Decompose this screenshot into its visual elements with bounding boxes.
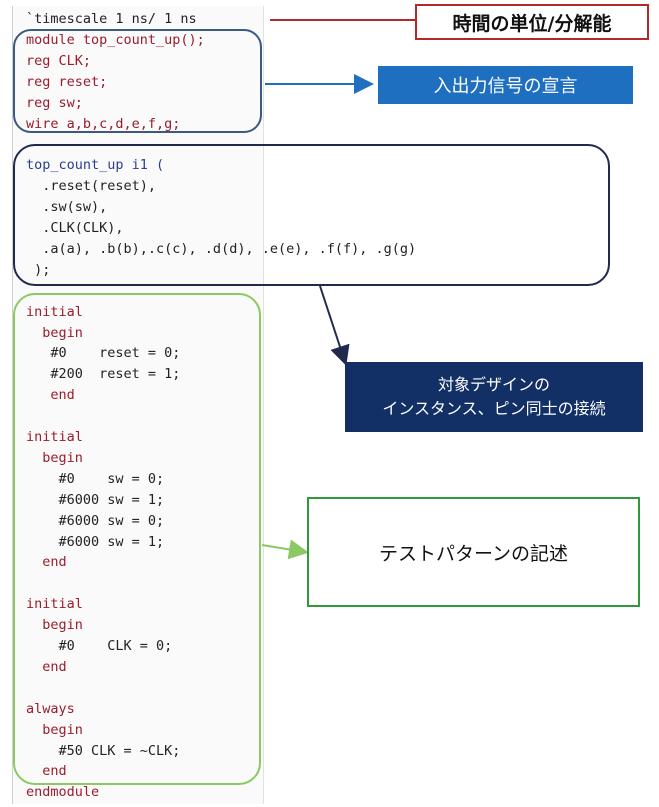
- code-line: end: [26, 387, 75, 404]
- timescale-label: 時間の単位/分解能: [415, 4, 649, 40]
- io-declaration-label: 入出力信号の宣言: [378, 66, 633, 104]
- timescale-label-text: 時間の単位/分解能: [452, 12, 612, 35]
- code-line: begin: [26, 721, 83, 738]
- code-line: #6000 sw = 0;: [26, 512, 165, 529]
- code-line: end: [26, 554, 67, 571]
- instance-label-line2: インスタンス、ピン同士の接続: [382, 399, 606, 418]
- code-line: #0 sw = 0;: [26, 470, 165, 487]
- code-line: #6000 sw = 1;: [26, 533, 165, 550]
- code-line: reg sw;: [26, 94, 83, 111]
- code-line: #0 reset = 0;: [26, 345, 181, 362]
- instance-label: 対象デザインの インスタンス、ピン同士の接続: [345, 362, 643, 432]
- test-pattern-label: テストパターンの記述: [307, 497, 640, 607]
- instance-label-line1: 対象デザインの: [437, 375, 550, 394]
- code-line: top_count_up i1 (: [26, 157, 165, 174]
- code-line: initial: [26, 596, 83, 613]
- code-line: .a(a), .b(b),.c(c), .d(d), .e(e), .f(f),…: [26, 240, 417, 257]
- code-line: begin: [26, 449, 83, 466]
- code-line: initial: [26, 303, 83, 320]
- code-line: .CLK(CLK),: [26, 220, 124, 236]
- io-declaration-label-text: 入出力信号の宣言: [433, 76, 578, 97]
- code-line: reg reset;: [26, 73, 108, 90]
- code-line: initial: [26, 429, 83, 445]
- test-pattern-arrow: [261, 539, 309, 560]
- test-pattern-label-text: テストパターンの記述: [378, 542, 569, 565]
- code-line: wire a,b,c,d,e,f,g;: [26, 115, 181, 132]
- code-line: end: [26, 658, 67, 675]
- code-line: #200 reset = 1;: [26, 366, 181, 383]
- instance-arrow: [319, 285, 350, 366]
- code-line: end: [26, 763, 67, 780]
- code-line: `timescale 1 ns/ 1 ns: [26, 11, 197, 27]
- code-line: #0 CLK = 0;: [26, 638, 173, 654]
- code-line: begin: [26, 324, 83, 341]
- code-line: endmodule: [26, 784, 100, 801]
- code-line: .reset(reset),: [26, 178, 157, 195]
- code-line: );: [26, 261, 51, 278]
- code-line: module top_count_up();: [26, 31, 205, 48]
- code-line: #50 CLK = ~CLK;: [26, 742, 181, 759]
- code-line: reg CLK;: [26, 52, 92, 69]
- code-line: always: [26, 700, 75, 717]
- code-line: .sw(sw),: [26, 199, 108, 216]
- code-line: begin: [26, 617, 83, 634]
- code-panel: [12, 6, 264, 804]
- code-line: #6000 sw = 1;: [26, 491, 165, 508]
